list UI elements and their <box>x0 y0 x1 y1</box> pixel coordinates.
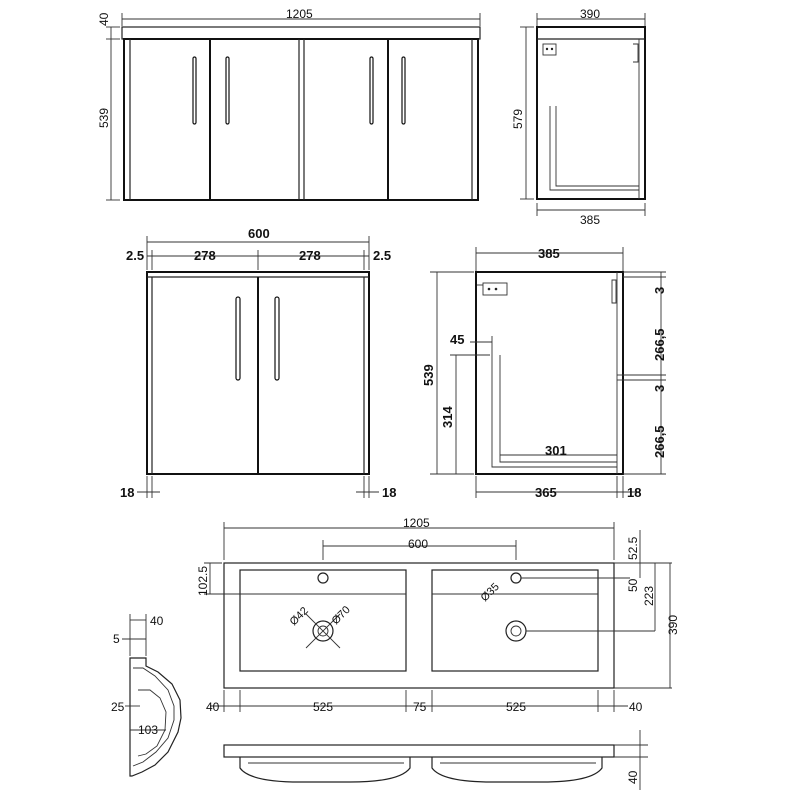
dim-basin-overall: 1205 <box>403 516 430 530</box>
double-cabinet-side-view: 390 385 579 <box>511 7 646 227</box>
dim-right-edge: 40 <box>629 700 643 714</box>
double-cabinet-front-view: 1205 40 539 <box>97 7 481 201</box>
dim-ss-bottom-right: 18 <box>627 485 641 500</box>
dim-section-bowl-depth: 103 <box>138 723 158 737</box>
dim-ss-bottom-depth: 365 <box>535 485 557 500</box>
dim-ss-shelf-depth: 301 <box>545 443 567 458</box>
dim-double-height: 539 <box>97 108 111 128</box>
basin-front-view: 40 <box>223 730 648 790</box>
dim-ss-shelf-offset: 45 <box>450 332 464 347</box>
dim-waste-outer: Ø70 <box>330 604 353 627</box>
single-cabinet-front-view: 600 2.5 278 278 2.5 18 18 <box>120 226 396 500</box>
dim-tap-offset: 102.5 <box>196 566 210 596</box>
single-cabinet-side-view: 385 539 314 45 301 365 18 3 266,5 3 <box>421 246 667 500</box>
dim-side-height: 579 <box>511 109 525 129</box>
dim-section-top: 40 <box>150 614 164 628</box>
dim-ss-shelf-height: 314 <box>440 406 455 428</box>
dim-ss-height: 539 <box>421 364 436 386</box>
dim-basin-centers: 600 <box>408 537 428 551</box>
dim-waste-inner: Ø42 <box>288 605 311 628</box>
basin-plan-view: Ø42 Ø70 Ø35 1205 600 102.5 52.5 50 223 3… <box>196 516 680 714</box>
dim-ss-lower-section: 266,5 <box>652 425 667 458</box>
dim-single-overall: 600 <box>248 226 270 241</box>
dim-tap-hole-y: 50 <box>626 578 640 592</box>
basin-section-view: 40 5 25 103 <box>111 614 182 777</box>
dim-basin-thickness: 40 <box>626 770 640 784</box>
dim-single-left-foot: 18 <box>120 485 134 500</box>
dim-single-door-right: 278 <box>299 248 321 263</box>
dim-single-right-gap: 2.5 <box>373 248 391 263</box>
dim-double-top: 40 <box>97 12 111 26</box>
dim-bowl-left: 525 <box>313 700 333 714</box>
dim-section-lip: 5 <box>113 632 120 646</box>
dim-ss-gap-top: 3 <box>652 287 667 294</box>
dim-waste-y: 223 <box>642 586 656 606</box>
dim-left-edge: 40 <box>206 700 220 714</box>
dim-single-right-foot: 18 <box>382 485 396 500</box>
dim-tap-hole: Ø35 <box>479 581 502 604</box>
dim-rim-back: 52.5 <box>626 536 640 560</box>
dim-ss-upper-section: 266,5 <box>652 328 667 361</box>
dim-bowl-right: 525 <box>506 700 526 714</box>
dim-single-left-gap: 2.5 <box>126 248 144 263</box>
dim-middle: 75 <box>413 700 427 714</box>
dim-double-width: 1205 <box>286 7 313 21</box>
dim-ss-depth-top: 385 <box>538 246 560 261</box>
dim-basin-depth: 390 <box>666 615 680 635</box>
dim-ss-gap-mid: 3 <box>652 385 667 392</box>
dim-section-inner: 25 <box>111 700 125 714</box>
dim-single-door-left: 278 <box>194 248 216 263</box>
dim-side-top-depth: 390 <box>580 7 600 21</box>
dim-side-bottom-depth: 385 <box>580 213 600 227</box>
